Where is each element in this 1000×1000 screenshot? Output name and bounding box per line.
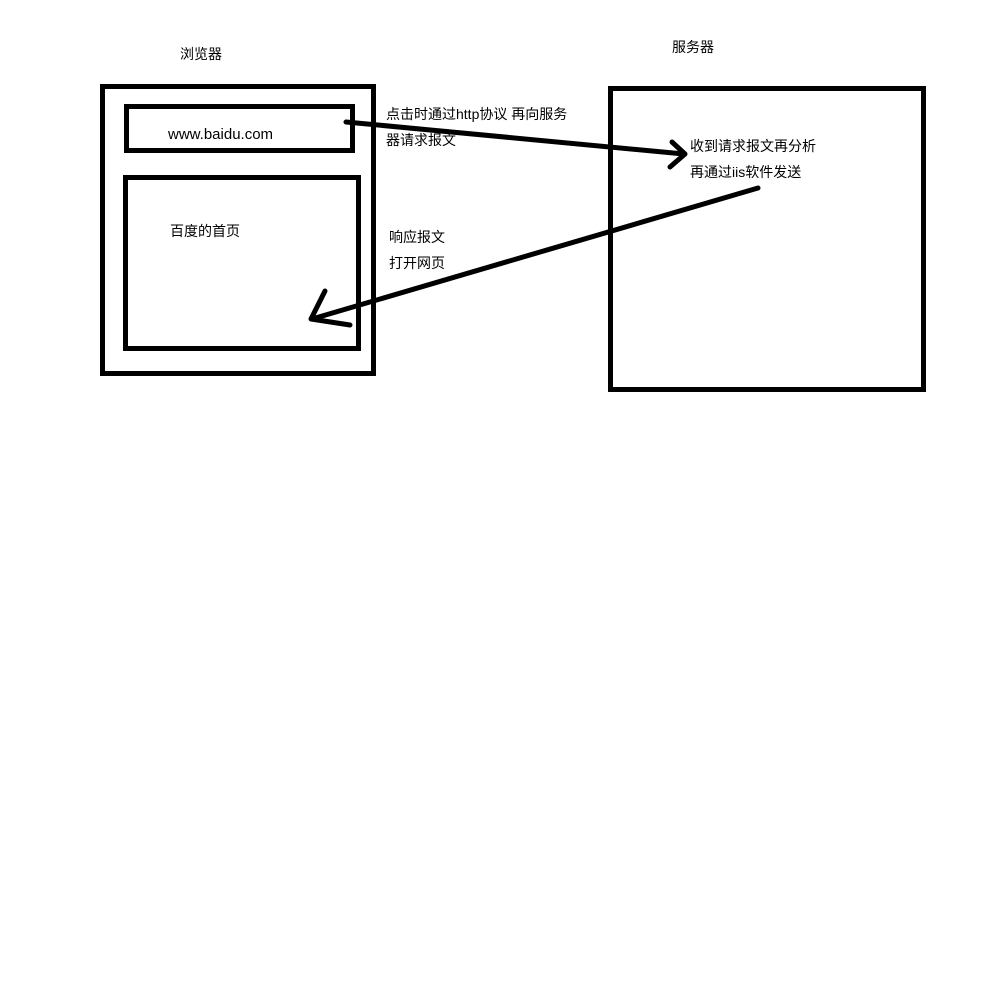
request-note-line1: 点击时通过http协议 再向服务: [386, 106, 568, 122]
address-bar-url: www.baidu.com: [168, 126, 274, 143]
server-label: 服务器: [672, 39, 714, 55]
server-note-line2: 再通过iis软件发送: [690, 164, 802, 180]
response-note-line2: 打开网页: [389, 255, 445, 271]
request-arrow: [343, 119, 688, 170]
browser-box: [100, 84, 376, 376]
page-content-label: 百度的首页: [170, 223, 240, 239]
response-note-line1: 响应报文: [389, 229, 445, 245]
response-arrow: [308, 185, 761, 328]
server-note-line1: 收到请求报文再分析: [690, 138, 816, 154]
request-note-line2: 器请求报文: [386, 132, 456, 148]
address-bar-box: [124, 104, 355, 153]
server-box: [608, 86, 926, 392]
browser-label: 浏览器: [180, 46, 222, 62]
page-content-box: [123, 175, 361, 351]
